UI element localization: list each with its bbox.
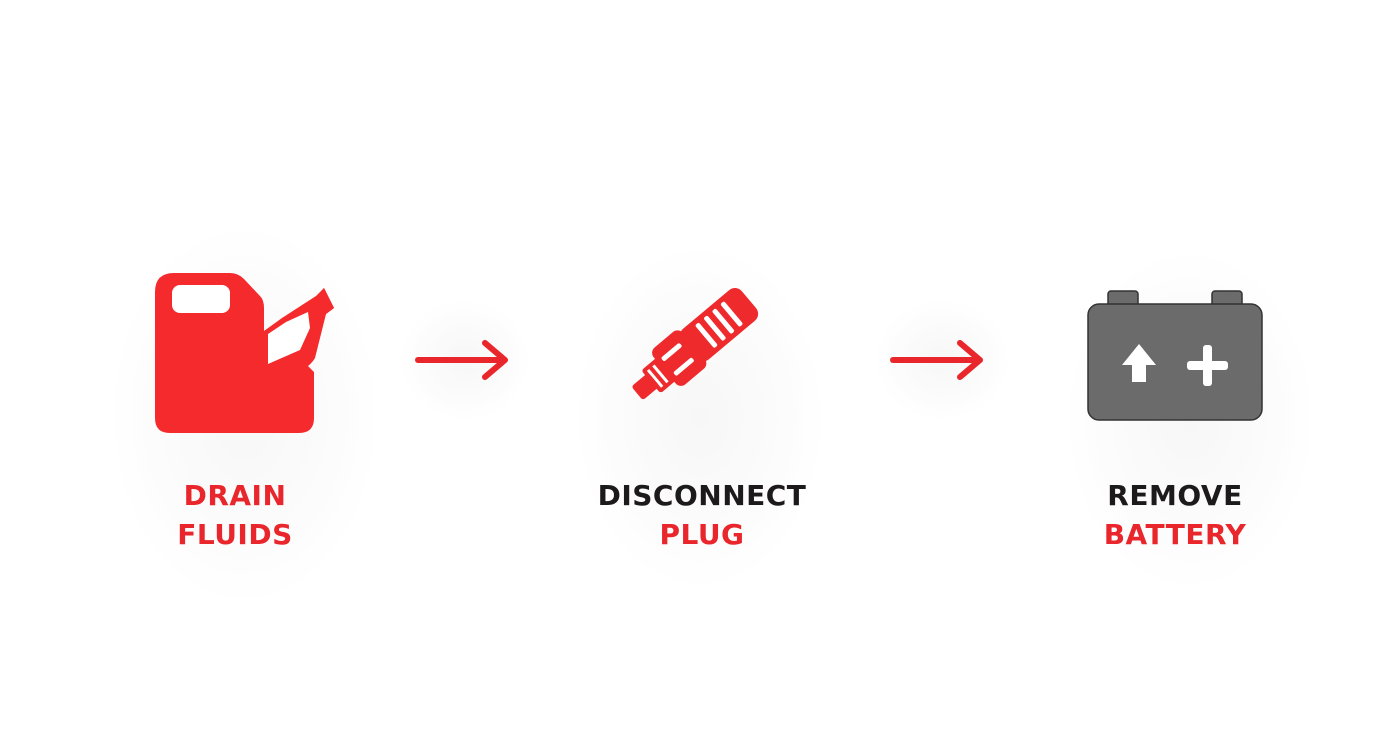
arrow-right-icon [415,340,508,380]
step-3-label-line-2: BATTERY [1103,518,1247,551]
battery-icon [1087,290,1263,421]
step-2-label-line-2: PLUG [659,518,745,551]
step-1-label-line-2: FLUIDS [177,518,293,551]
step-2-halo [575,245,825,590]
step-2-label-line-1: DISCONNECT [597,479,807,512]
step-1-label-line-1: DRAIN [183,479,287,512]
battery-up-arrow-symbol [1122,344,1156,382]
fuel-can-spout-gap [268,312,310,364]
fuel-can-handle-hole [172,285,230,313]
arrow-right-icon [890,340,983,380]
battery-plus-symbol-h [1187,361,1228,370]
battery-body [1087,303,1263,421]
step-3-label: REMOVE BATTERY [1070,476,1280,554]
fuel-can-icon [155,273,334,433]
step-1-label: DRAIN FLUIDS [150,476,320,554]
step-2-label: DISCONNECT PLUG [570,476,834,554]
spark-plug-icon [632,287,759,400]
step-3-label-line-1: REMOVE [1107,479,1243,512]
